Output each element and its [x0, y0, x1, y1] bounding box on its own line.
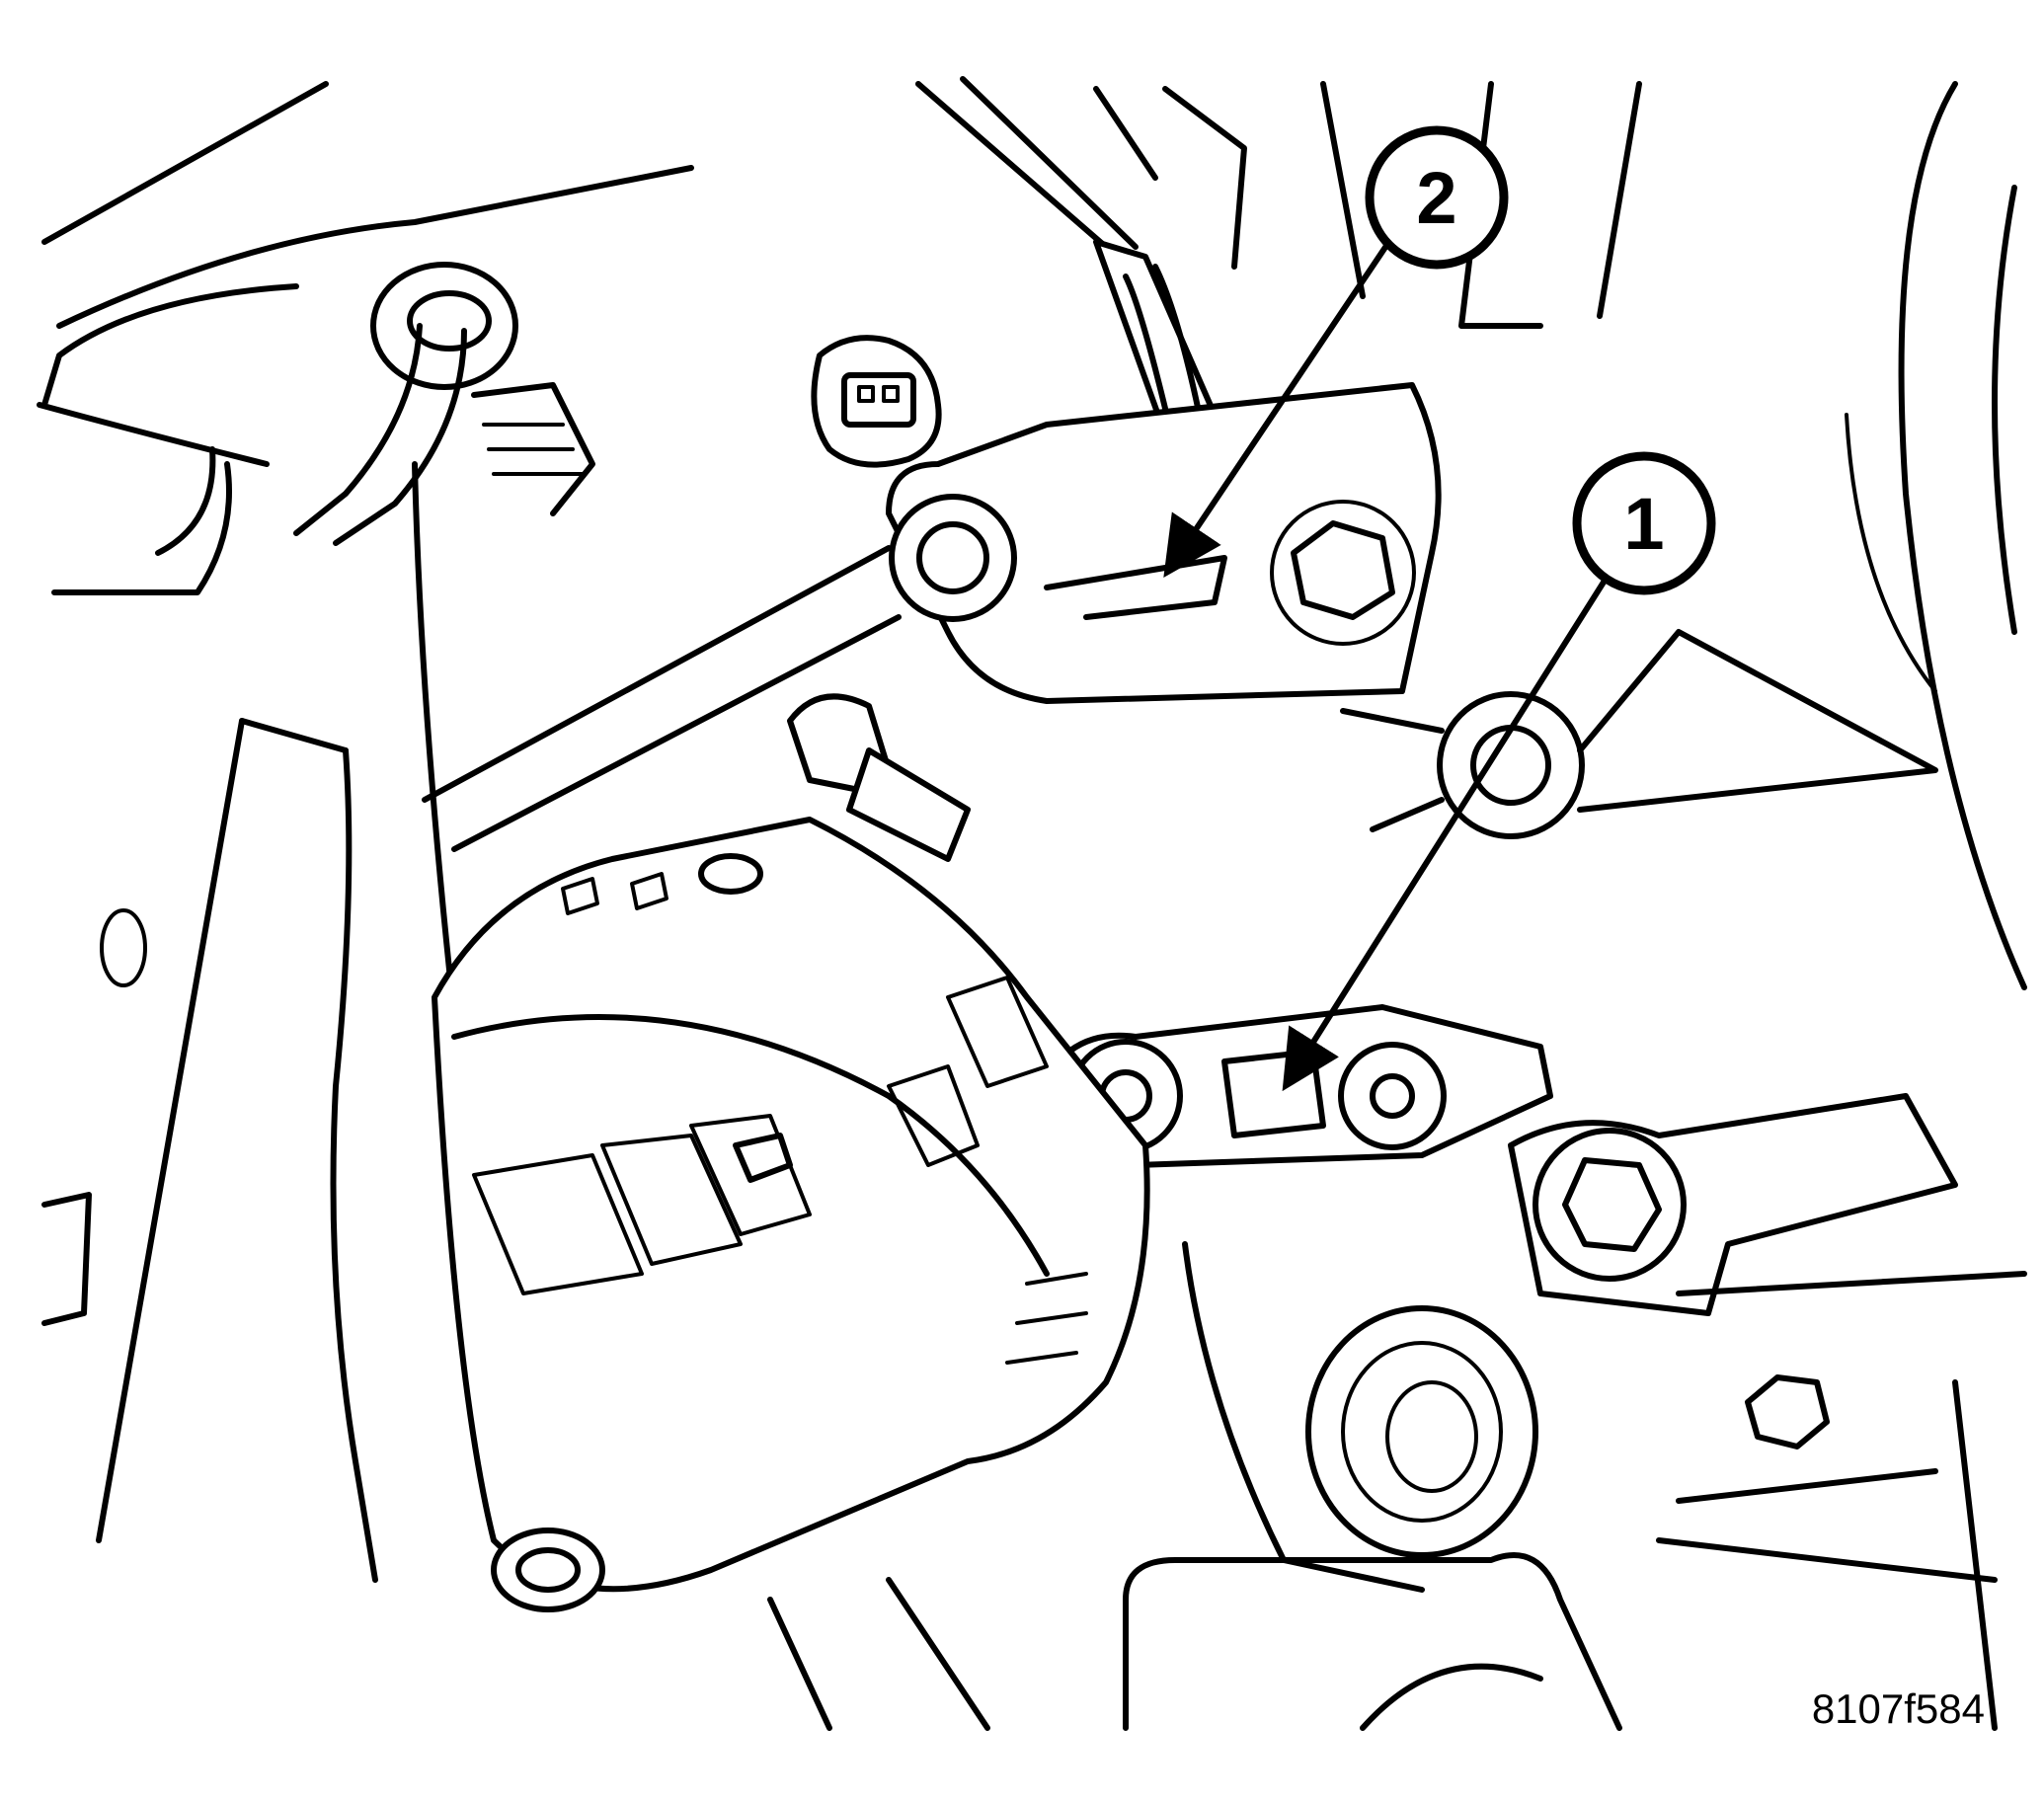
figure-id: 8107f584 [1812, 1685, 1985, 1732]
left-frame-rail [41, 718, 378, 1583]
wire-harness [915, 76, 1218, 497]
upper-left-frame [37, 81, 694, 595]
pivot-bolt-upper [1340, 629, 1938, 839]
alternator-bracket-upper [886, 382, 1442, 704]
idler-pulley [1182, 1241, 1538, 1593]
hex-bolt-lower-right [1508, 1093, 2027, 1449]
callout-2: 2 [1163, 125, 1509, 578]
sensor-connector [811, 335, 942, 468]
callout-2-label: 2 [1416, 157, 1456, 239]
callout-1-label: 1 [1623, 483, 1664, 565]
lower-panels [767, 1379, 1998, 1731]
alternator-connector [787, 693, 971, 862]
hose-grommet [293, 262, 595, 546]
alternator [432, 817, 1150, 1612]
callout-1: 1 [1282, 451, 1716, 1092]
